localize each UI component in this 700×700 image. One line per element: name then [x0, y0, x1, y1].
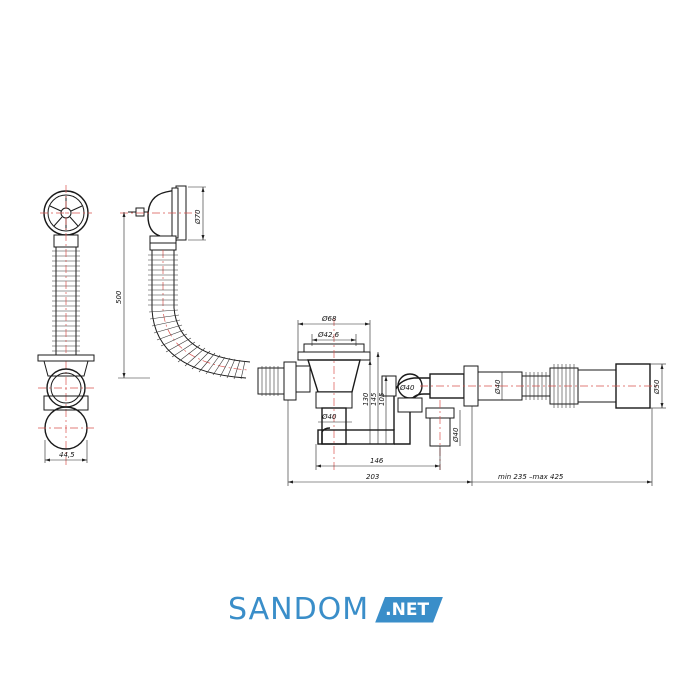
logo-wordmark: SANDOM	[228, 592, 370, 627]
dim-label-146: 146	[370, 457, 384, 465]
dim-label-d50: Ø50	[653, 379, 661, 395]
dim-label-130: 130	[362, 392, 370, 406]
side-corrugated-hose	[148, 250, 251, 380]
dim-label-500: 500	[115, 290, 123, 304]
trap-pipework: Ø40 Ø40 Ø40	[317, 373, 461, 470]
brand-logo: SANDOM .NET	[228, 592, 443, 627]
dim-label-range: min 235 –max 425	[498, 473, 564, 481]
drain-inlet-connector	[257, 361, 297, 401]
dim-label-44-5: 44,5	[59, 451, 75, 459]
dim-label-d42-6: Ø42,6	[317, 331, 340, 339]
dim-label-d40-a: Ø40	[321, 413, 337, 421]
side-view-assembly: Ø70	[115, 185, 666, 486]
dim-label-d40-c: Ø40	[452, 427, 460, 443]
horizontal-dimensions: 146 203 min 235 –max 425	[287, 400, 653, 486]
dim-label-105: 105	[378, 392, 386, 406]
dim-label-d70: Ø70	[194, 209, 202, 225]
dim-label-145: 145	[370, 392, 378, 406]
outlet-pipe: Ø40 Ø50	[420, 363, 666, 409]
dim-label-d68: Ø68	[321, 315, 337, 323]
side-drain-body	[295, 318, 371, 470]
dim-label-d40-b: Ø40	[399, 384, 415, 392]
height-dimensions: 130 145 105	[362, 352, 388, 444]
logo-domain-tag: .NET	[375, 597, 443, 623]
dim-label-203: 203	[366, 473, 379, 481]
front-view-assembly: 44,5	[37, 185, 95, 465]
dim-label-d40-d: Ø40	[494, 379, 502, 395]
